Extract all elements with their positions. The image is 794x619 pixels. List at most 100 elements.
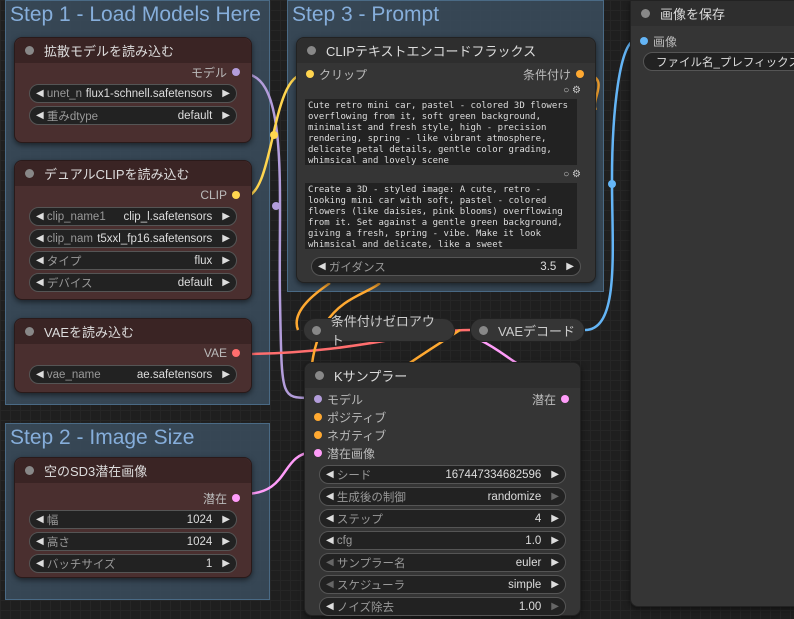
arrow-right-icon[interactable]: ▶ <box>222 110 230 121</box>
arrow-right-icon[interactable]: ▶ <box>222 558 230 569</box>
latent-widgets-1-label: 高さ <box>46 536 70 549</box>
arrow-left-icon[interactable]: ◀ <box>326 601 334 612</box>
arrow-left-icon[interactable]: ◀ <box>326 579 334 590</box>
arrow-right-icon[interactable]: ▶ <box>551 535 559 546</box>
arrow-left-icon[interactable]: ◀ <box>36 211 44 222</box>
collapse-icon[interactable] <box>25 327 34 336</box>
arrow-left-icon[interactable]: ◀ <box>36 514 44 525</box>
textarea-tools-icon[interactable]: ○ ⚙ <box>563 169 581 180</box>
textarea-tools-icon[interactable]: ○ ⚙ <box>563 85 581 96</box>
groups-step3: Step 3 - Prompt <box>292 3 440 26</box>
collapse-icon[interactable] <box>25 46 34 55</box>
node-clip-text-encode-flux[interactable]: CLIPテキストエンコードフラックス クリップ 条件付け ○ ⚙ Cute re… <box>296 37 596 283</box>
arrow-right-icon[interactable]: ▶ <box>566 261 574 272</box>
conditioning-output-socket[interactable] <box>576 70 584 78</box>
clip-output-socket[interactable] <box>232 191 240 199</box>
arrow-left-icon[interactable]: ◀ <box>326 469 334 480</box>
arrow-right-icon[interactable]: ▶ <box>551 469 559 480</box>
arrow-right-icon[interactable]: ▶ <box>222 88 230 99</box>
model-input-socket[interactable] <box>314 395 322 403</box>
collapse-icon[interactable] <box>25 466 34 475</box>
arrow-left-icon[interactable]: ◀ <box>326 491 334 502</box>
arrow-left-icon[interactable]: ◀ <box>326 535 334 546</box>
clip-input-socket[interactable] <box>306 70 314 78</box>
collapse-icon[interactable] <box>25 169 34 178</box>
node-load-diffusion-model[interactable]: 拡散モデルを読み込む モデル ◀ unet_n ...flux1-schnell… <box>14 37 252 143</box>
collapse-icon[interactable] <box>315 371 324 380</box>
arrow-left-icon[interactable]: ◀ <box>36 277 44 288</box>
arrow-left-icon[interactable]: ◀ <box>36 255 44 266</box>
arrow-left-icon[interactable]: ◀ <box>36 369 44 380</box>
negative-input-socket[interactable] <box>314 431 322 439</box>
clipenc-output: 条件付け <box>522 67 571 82</box>
latent-output-socket[interactable] <box>561 395 569 403</box>
t5xxl-textarea[interactable]: Create a 3D - styled image: A cute, retr… <box>305 183 577 249</box>
latent-output-socket[interactable] <box>232 494 240 502</box>
arrow-right-icon[interactable]: ▶ <box>551 557 559 568</box>
ksampler-widgets-3-label: cfg <box>336 534 353 547</box>
ksampler-widgets-2-value: 4 <box>534 512 542 525</box>
arrow-right-icon[interactable]: ▶ <box>222 514 230 525</box>
arrow-right-icon[interactable]: ▶ <box>222 255 230 266</box>
arrow-left-icon[interactable]: ◀ <box>326 557 334 568</box>
arrow-right-icon[interactable]: ▶ <box>222 233 230 244</box>
arrow-left-icon[interactable]: ◀ <box>36 110 44 121</box>
clip-name2-widget[interactable]: ◀ clip_nam ...t5xxl_fp16.safetensors▶ <box>29 229 237 248</box>
collapse-icon[interactable] <box>641 9 650 18</box>
arrow-right-icon[interactable]: ▶ <box>222 211 230 222</box>
collapse-icon[interactable] <box>307 46 316 55</box>
arrow-left-icon[interactable]: ◀ <box>36 233 44 244</box>
arrow-right-icon[interactable]: ▶ <box>551 491 559 502</box>
arrow-right-icon[interactable]: ▶ <box>222 277 230 288</box>
arrow-left-icon[interactable]: ◀ <box>318 261 326 272</box>
vae-title: VAEを読み込む <box>44 325 135 340</box>
arrow-right-icon[interactable]: ▶ <box>551 601 559 612</box>
node-save-image[interactable]: 画像を保存 画像 ファイル名_プレフィックス <box>630 0 794 607</box>
model-output-socket[interactable] <box>232 68 240 76</box>
arrow-right-icon[interactable]: ▶ <box>551 513 559 524</box>
collapse-icon[interactable] <box>312 325 321 335</box>
arrow-right-icon[interactable]: ▶ <box>222 369 230 380</box>
arrow-left-icon[interactable]: ◀ <box>36 88 44 99</box>
latent-input-socket[interactable] <box>314 449 322 457</box>
node-conditioning-zero-out[interactable]: 条件付けゼロアウト <box>303 314 455 348</box>
unet-name-widget[interactable]: ◀ unet_n ...flux1-schnell.safetensors▶ <box>29 84 237 103</box>
clip-l-textarea[interactable]: Cute retro mini car, pastel - colored 3D… <box>305 99 577 165</box>
filename-prefix-widget[interactable]: ファイル名_プレフィックス <box>643 52 794 71</box>
save-widgets-0-label: ファイル名_プレフィックス <box>656 56 794 69</box>
node-vae-decode[interactable]: VAEデコード <box>470 318 585 342</box>
arrow-left-icon[interactable]: ◀ <box>36 536 44 547</box>
ksampler-widgets-4-value: euler <box>515 556 542 569</box>
clipenc-input: クリップ <box>319 67 368 82</box>
save-input: 画像 <box>653 34 678 49</box>
arrow-left-icon[interactable]: ◀ <box>36 558 44 569</box>
arrow-right-icon[interactable]: ▶ <box>222 536 230 547</box>
arrow-left-icon[interactable]: ◀ <box>326 513 334 524</box>
collapse-icon[interactable] <box>479 325 488 335</box>
image-input-socket[interactable] <box>640 37 648 45</box>
vae-output-socket[interactable] <box>232 349 240 357</box>
positive-input-socket[interactable] <box>314 413 322 421</box>
arrow-right-icon[interactable]: ▶ <box>551 579 559 590</box>
vae-widgets-0-label: vae_name <box>46 368 101 381</box>
